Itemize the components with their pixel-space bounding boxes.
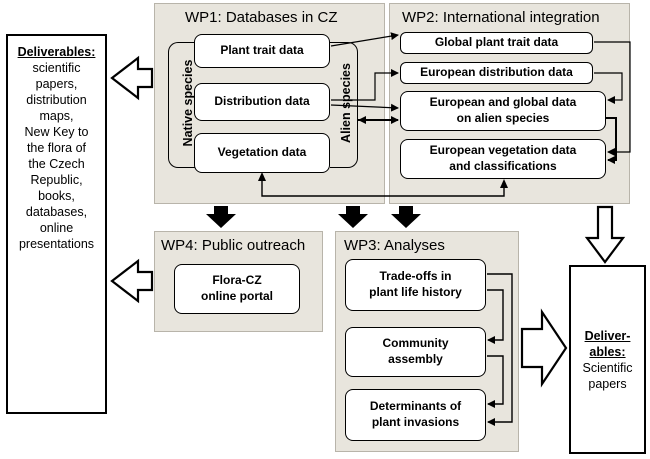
wp1-title: WP1: Databases in CZ	[185, 9, 338, 26]
distribution-data-box: Distribution data	[194, 83, 330, 121]
deliverables-box-left: Deliverables: scientific papers, distrib…	[6, 34, 107, 414]
alien-species-data-box: European and global data on alien specie…	[400, 91, 606, 131]
plant-trait-data-box: Plant trait data	[194, 34, 330, 68]
wp3-title: WP3: Analyses	[344, 237, 445, 254]
deliverables-right-heading: Deliver- ables:	[584, 328, 631, 359]
deliverables-right-list: Scientific papers	[582, 360, 633, 391]
deliverables-list: scientific papers, distribution maps, Ne…	[18, 61, 95, 251]
solid-arrow-wp1-to-wp4	[206, 206, 236, 228]
deliverables-heading: Deliverables:	[17, 45, 96, 59]
native-species-label: Native species	[181, 59, 195, 147]
trade-offs-box: Trade-offs in plant life history	[345, 259, 486, 311]
hollow-arrow-left-top	[110, 55, 154, 101]
vegetation-data-box: Vegetation data	[194, 133, 330, 173]
alien-species-label: Alien species	[339, 63, 353, 143]
wp4-title: WP4: Public outreach	[161, 237, 306, 254]
native-species-bracket	[168, 42, 208, 168]
plant-invasions-box: Determinants of plant invasions	[345, 389, 486, 441]
flora-cz-portal-box: Flora-CZ online portal	[174, 264, 300, 314]
european-vegetation-data-box: European vegetation data and classificat…	[400, 139, 606, 179]
wp2-title: WP2: International integration	[402, 9, 600, 26]
european-distribution-data-box: European distribution data	[400, 62, 593, 84]
global-plant-trait-data-box: Global plant trait data	[400, 32, 593, 54]
solid-arrow-wp1-to-wp3	[338, 206, 368, 228]
hollow-arrow-left-bottom	[110, 258, 154, 304]
community-assembly-box: Community assembly	[345, 327, 486, 377]
solid-arrow-wp2-to-wp3	[391, 206, 421, 228]
hollow-arrow-right	[520, 308, 568, 388]
deliverables-box-right: Deliver- ables: Scientific papers	[569, 265, 646, 454]
hollow-arrow-down	[584, 205, 626, 264]
